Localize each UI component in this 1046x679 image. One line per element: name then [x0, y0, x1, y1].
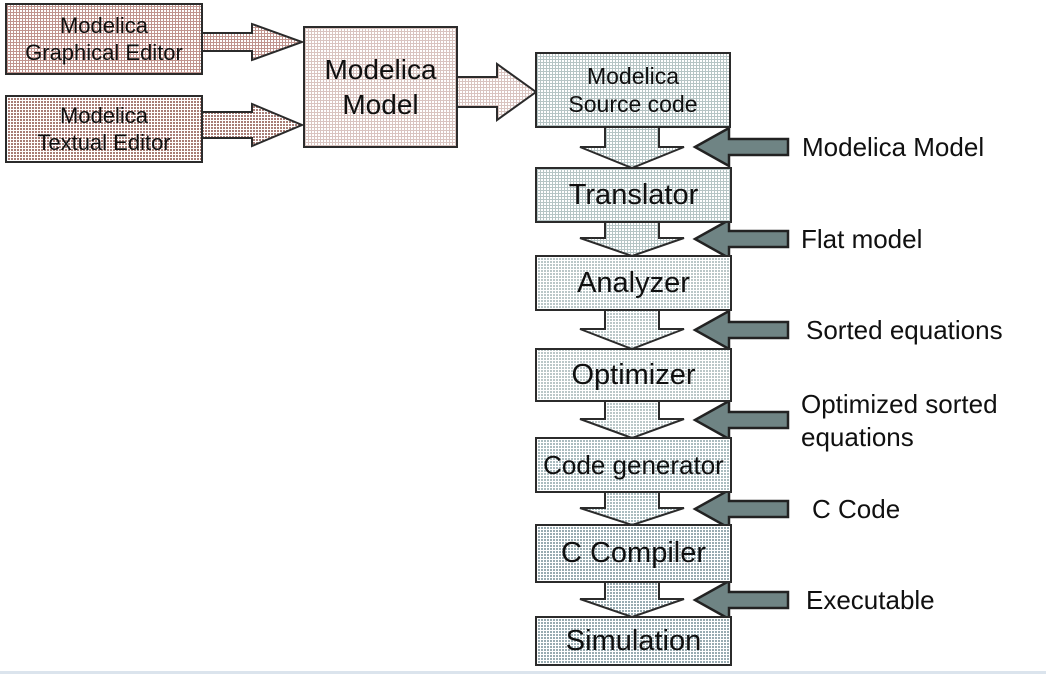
annotation-sorted-equations: Sorted equations [806, 315, 1003, 345]
box-translator: Translator [535, 167, 732, 223]
box-modelica-graphical-editor: Modelica Graphical Editor [5, 3, 203, 75]
flow-arrow-source-to-translator [579, 126, 685, 170]
flow-arrow-codegenerator-to-ccompiler [579, 491, 685, 527]
input-arrow-flat-model [692, 217, 790, 261]
slide-bottom-border [0, 671, 1046, 674]
flow-arrow-optimizer-to-codegenerator [579, 400, 685, 440]
box-simulation: Simulation [535, 616, 732, 666]
flow-arrow-ccompiler-to-simulation [579, 581, 685, 619]
arrow-graphical-editor-to-model [199, 22, 305, 62]
input-arrow-c-code [692, 487, 790, 531]
input-arrow-sorted-equations [692, 308, 790, 352]
box-modelica-textual-editor: Modelica Textual Editor [5, 95, 203, 163]
flow-arrow-translator-to-analyzer [579, 221, 685, 258]
annotation-executable: Executable [806, 585, 935, 615]
box-label-line: Modelica [59, 13, 149, 38]
box-label-line: Graphical Editor [25, 40, 183, 65]
box-code-generator: Code generator [535, 437, 732, 493]
box-label-line: Model [342, 89, 419, 120]
annotation-optimized-sorted-equations: Optimized sorted equations [801, 389, 998, 452]
box-label: Analyzer [577, 266, 690, 299]
input-arrow-executable [692, 578, 790, 622]
box-label: Optimizer [571, 358, 696, 391]
box-label-line: Modelica [59, 103, 149, 128]
box-modelica-model: Modelica Model [303, 26, 458, 148]
box-label: Translator [568, 178, 699, 211]
flow-arrow-analyzer-to-optimizer [579, 309, 685, 351]
input-arrow-modelica-model [692, 125, 790, 169]
input-arrow-optimized-sorted-equations [692, 398, 790, 442]
box-modelica-source-code: Modelica Source code [535, 52, 731, 128]
box-optimizer: Optimizer [535, 348, 732, 402]
box-label-line: Textual Editor [37, 130, 171, 155]
annotation-c-code: C Code [812, 494, 901, 524]
arrow-textual-editor-to-model [199, 102, 305, 148]
box-label: Code generator [543, 449, 724, 480]
annotation-modelica-model: Modelica Model [802, 132, 985, 162]
annotation-flat-model: Flat model [801, 224, 923, 254]
box-label-line: Source code [568, 91, 698, 117]
box-analyzer: Analyzer [535, 255, 732, 311]
box-c-compiler: C Compiler [535, 524, 732, 583]
box-label-line: Modelica [586, 63, 680, 89]
box-label-line: Modelica [324, 54, 437, 85]
arrow-model-to-source-code [454, 62, 538, 122]
box-label: C Compiler [560, 537, 707, 569]
box-label: Simulation [565, 624, 702, 657]
